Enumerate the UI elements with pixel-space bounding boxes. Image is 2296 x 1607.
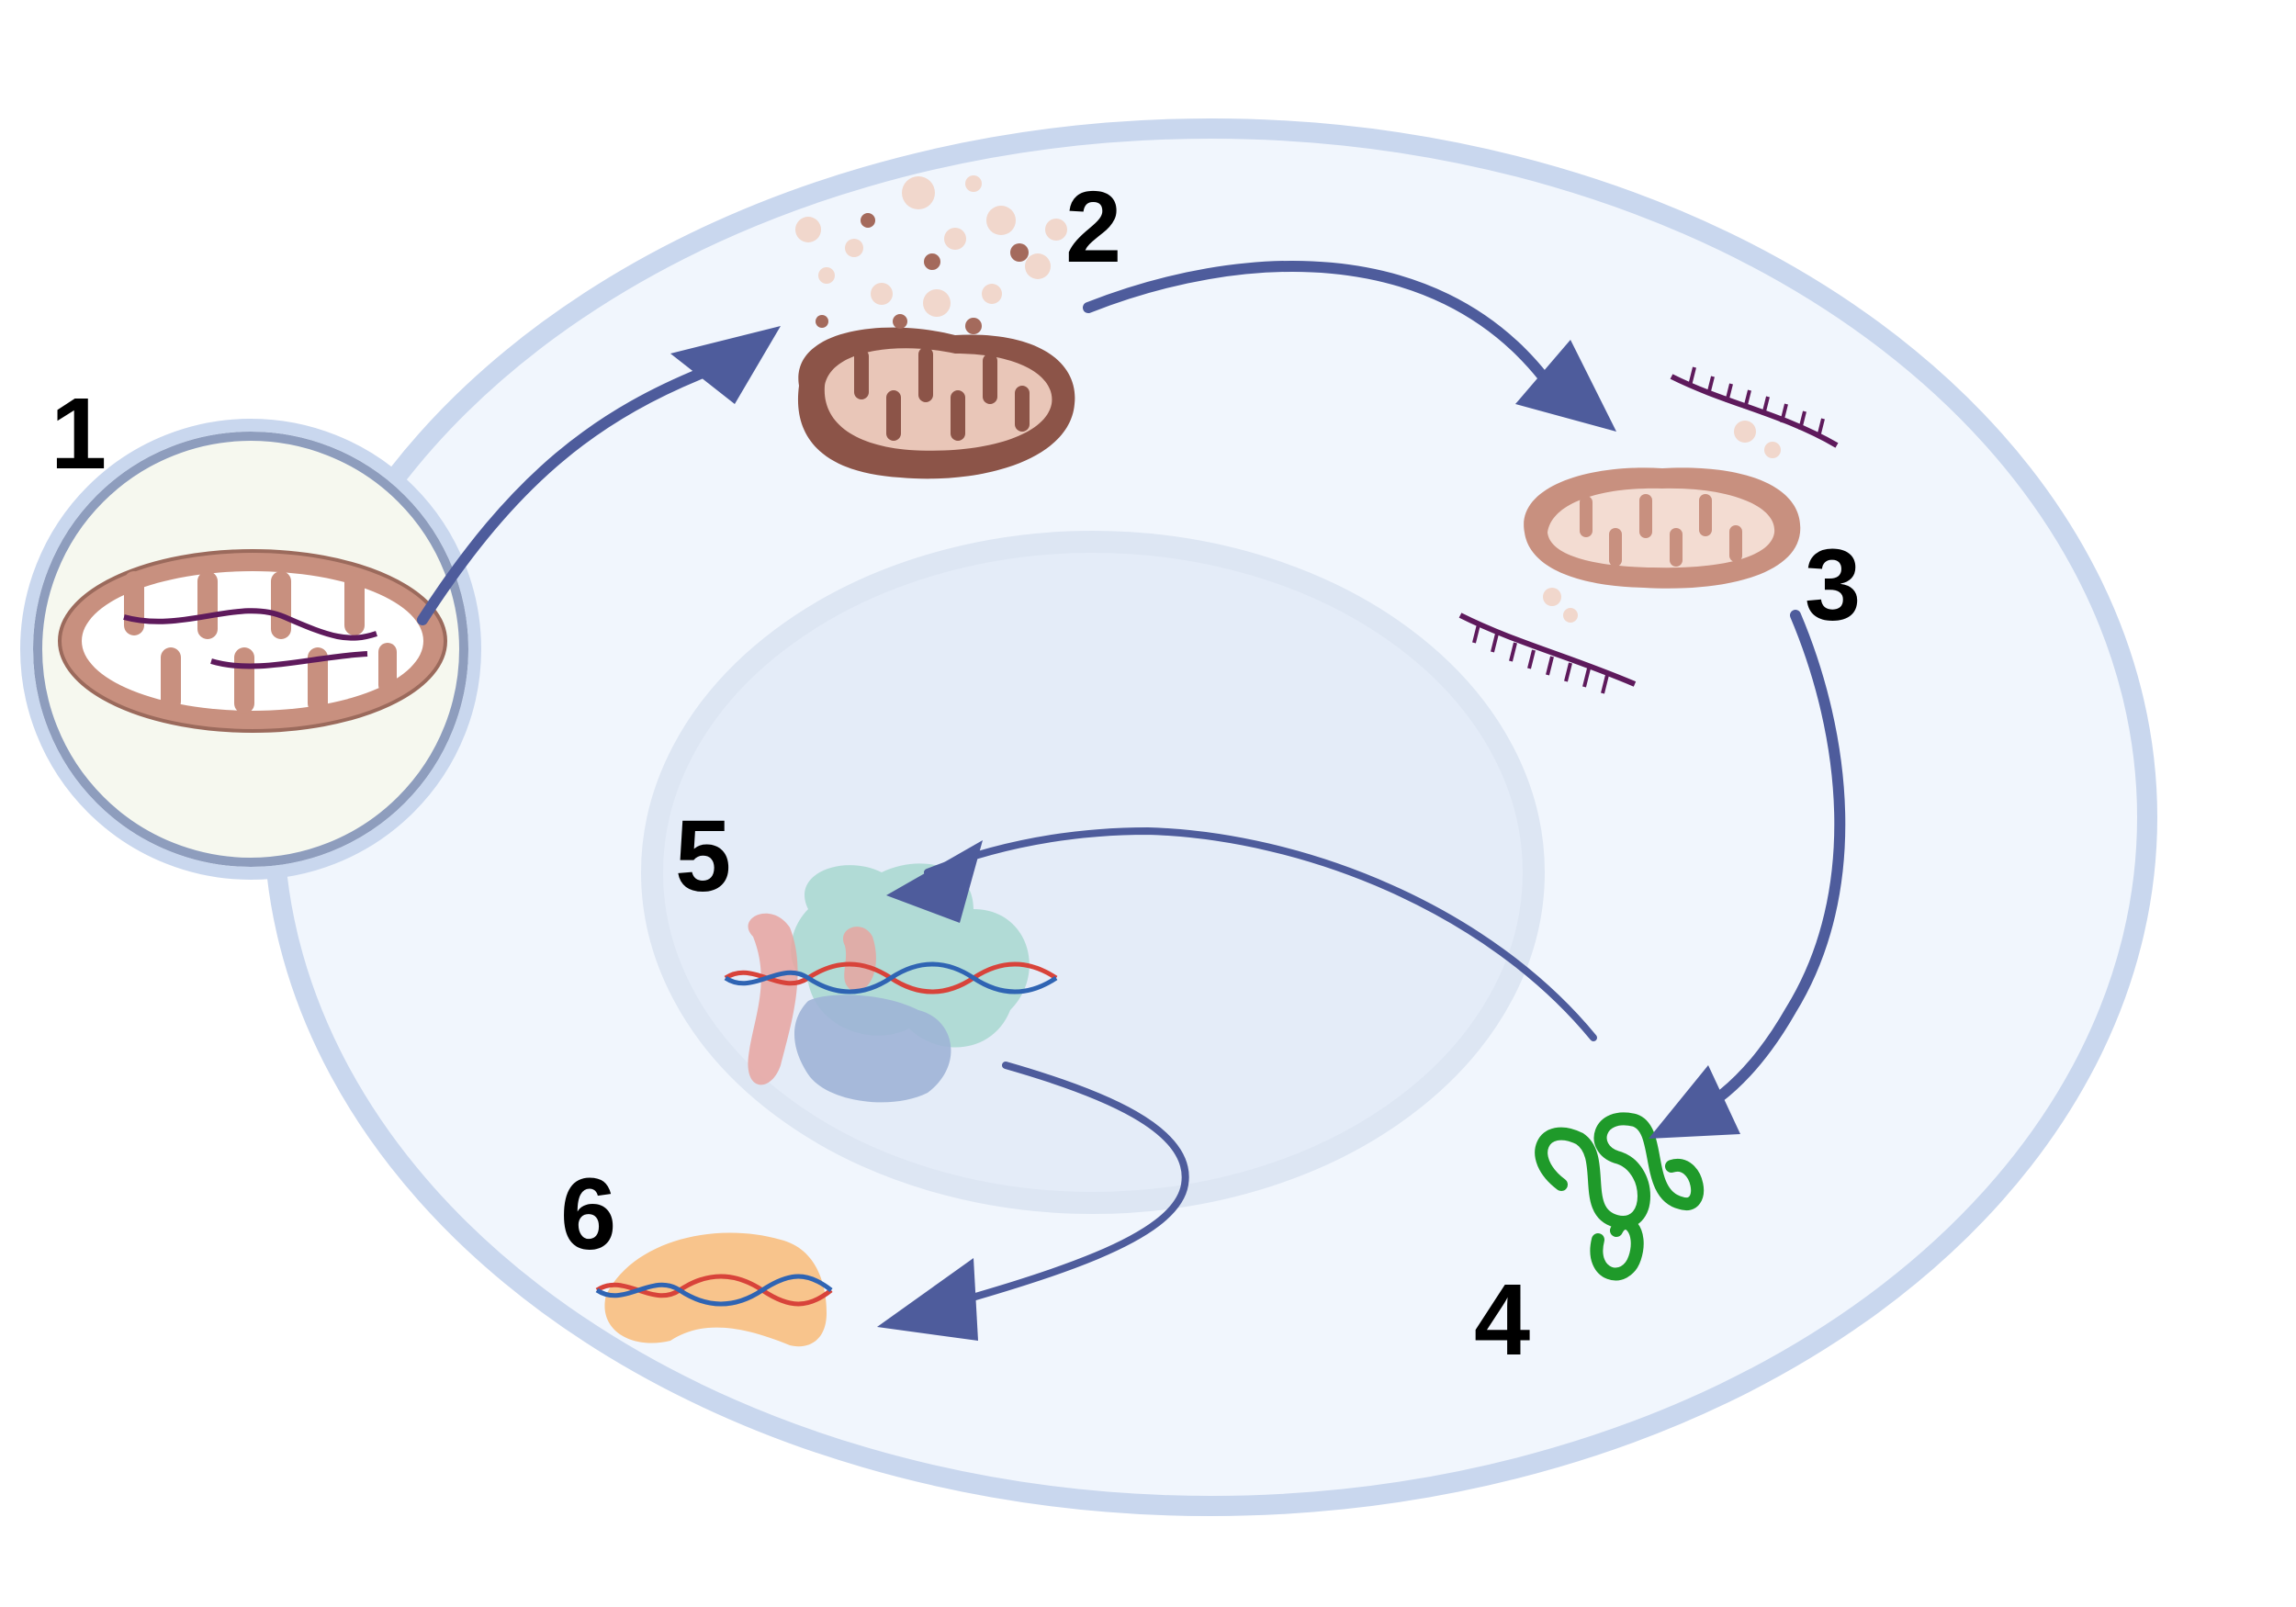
dna-strand-icon xyxy=(724,961,1058,995)
arrowhead-3-to-4 xyxy=(1649,1065,1740,1139)
ribosome-blob-icon xyxy=(604,1232,827,1347)
step-number-1: 1 xyxy=(51,377,107,490)
arrow-3-to-4 xyxy=(1684,610,1846,1121)
zoomed-mitochondrion-icon xyxy=(20,419,481,880)
step-number-5: 5 xyxy=(675,800,731,913)
nucleus xyxy=(641,531,1545,1214)
step-number-3: 3 xyxy=(1805,529,1861,642)
folded-protein-icon xyxy=(1535,1112,1705,1281)
mtdna-fragment-icon xyxy=(1458,366,1839,694)
arrow-2-to-3 xyxy=(1083,261,1548,382)
releasing-mitochondrion-icon xyxy=(1524,421,1801,623)
transcription-complex-icon xyxy=(748,863,1030,1103)
arrow-4-to-5 xyxy=(924,826,1597,1041)
arrow-1-to-2 xyxy=(417,362,722,625)
arrowhead-4-to-5 xyxy=(886,840,983,923)
arrowhead-1-to-2 xyxy=(670,326,781,404)
damaged-mitochondrion-icon xyxy=(795,175,1075,479)
arrow-5-to-6 xyxy=(915,1062,1189,1317)
step-number-2: 2 xyxy=(1065,171,1121,284)
arrowhead-5-to-6 xyxy=(877,1258,978,1341)
dna-strand-icon xyxy=(595,1274,833,1307)
arrowhead-2-to-3 xyxy=(1515,340,1616,432)
step-number-6: 6 xyxy=(560,1158,616,1271)
step-number-4: 4 xyxy=(1474,1264,1530,1377)
